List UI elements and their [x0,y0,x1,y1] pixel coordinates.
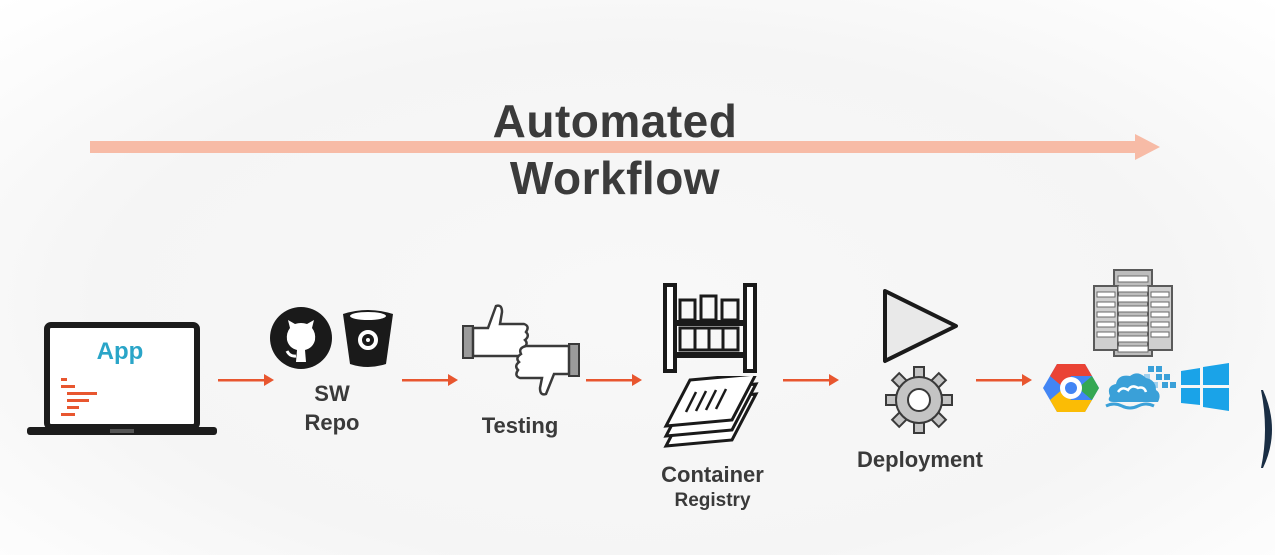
laptop-icon [27,322,217,435]
edge-decoration [1261,390,1272,468]
title-line-1: Automated [492,95,738,147]
step-arrow-1 [218,374,274,386]
repo-icons [268,306,398,370]
code-lines-icon [61,378,97,416]
deployment-label: Deployment [857,447,983,472]
google-cloud-icon [1043,364,1099,412]
registry-label-line-2: Registry [674,490,751,511]
documents-stack-icon [663,376,759,448]
thumbs-down-icon [515,343,580,396]
digitalocean-icon [1105,366,1176,410]
step-arrow-3 [586,374,642,386]
github-icon [270,307,332,369]
registry-label-line-1: Container [661,462,764,487]
registry-icons [660,282,760,454]
deployment-icons [878,288,962,434]
app-screen-text: App [96,338,144,365]
testing-label: Testing [481,413,559,438]
repo-label-line-1: SW [314,381,350,406]
title-line-2: Workflow [509,152,721,204]
step-arrow-2 [402,374,458,386]
step-arrow-5 [976,374,1032,386]
step-arrow-4 [783,374,839,386]
server-rack-icon [1093,269,1173,357]
app-stage: App [25,320,220,440]
gear-icon [885,366,953,434]
bitbucket-icon [343,310,393,367]
repo-label-line-2: Repo [304,410,360,435]
testing-icons [460,302,585,396]
container-rack-icon [663,283,757,373]
windows-icon [1181,363,1229,411]
play-icon [883,289,958,363]
workflow-arrow [90,134,1160,160]
